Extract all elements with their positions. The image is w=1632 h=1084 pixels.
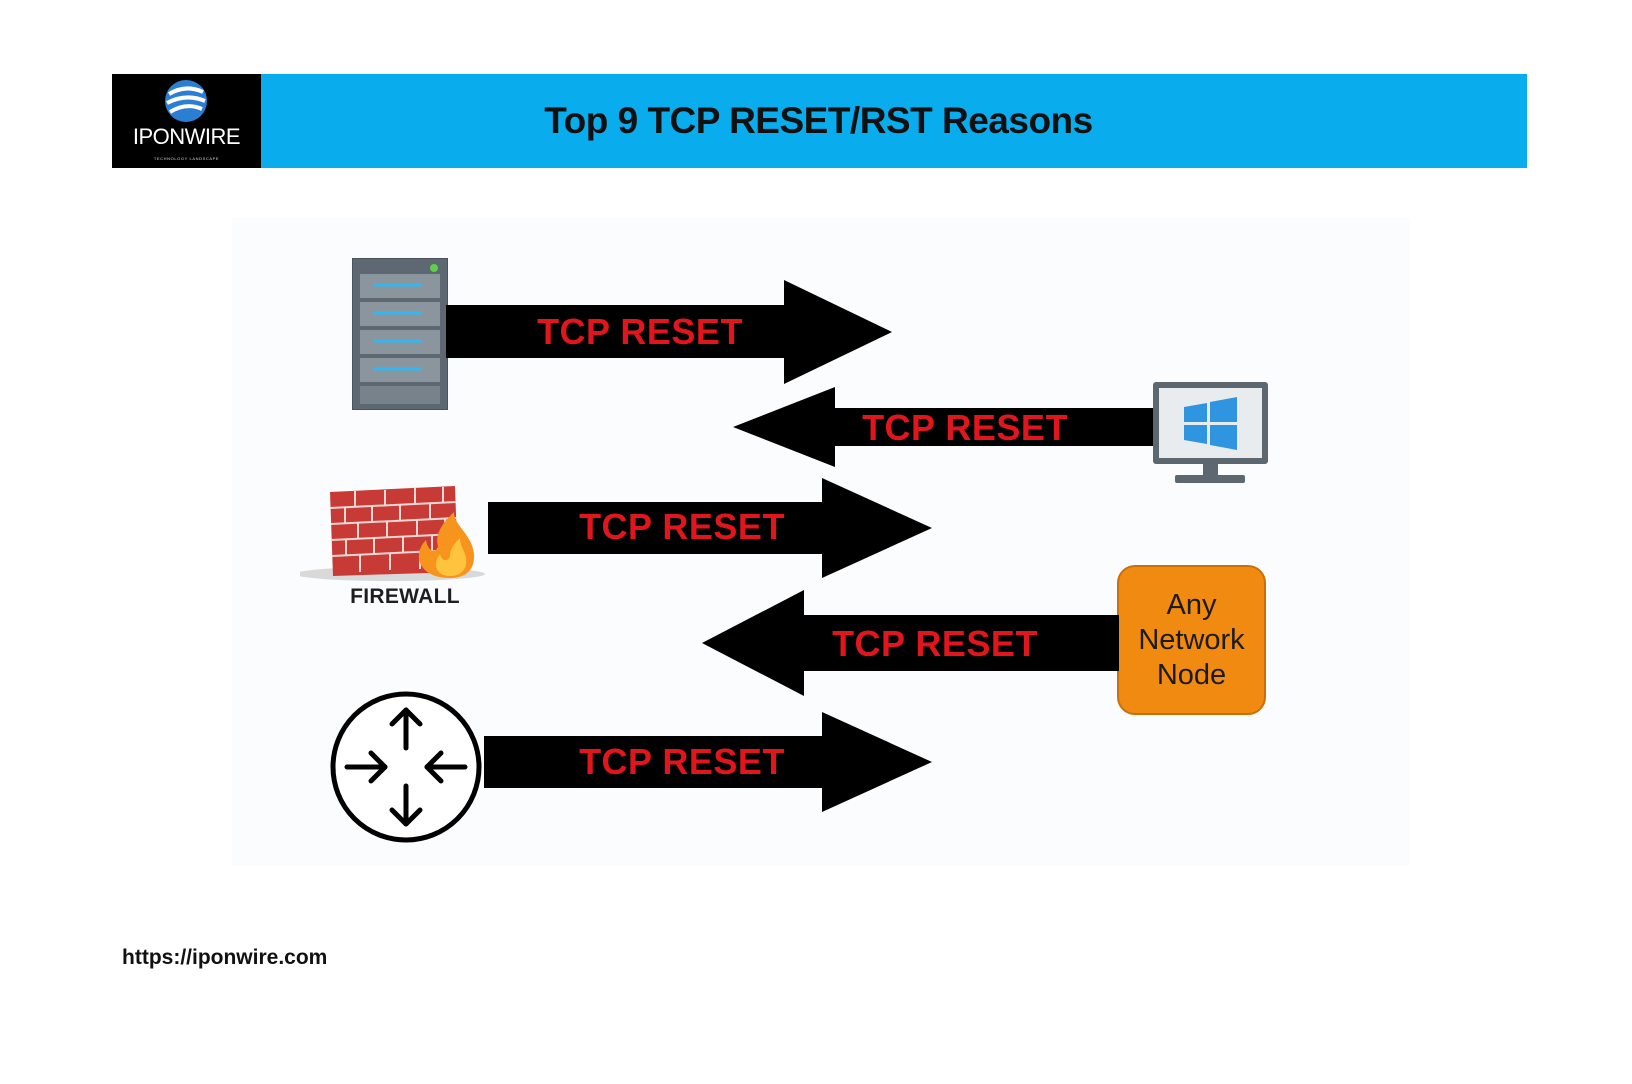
title-banner [112, 74, 1527, 168]
globe-logo-icon [165, 80, 207, 122]
server-icon [352, 258, 448, 410]
tcp-reset-arrow-5 [484, 712, 932, 812]
tcp-reset-label-1: TCP RESET [537, 311, 743, 352]
windows-monitor-icon [1153, 382, 1268, 483]
network-node-label: Any Network Node [1138, 588, 1245, 691]
firewall-label: FIREWALL [350, 585, 460, 608]
firewall-icon [300, 486, 485, 581]
tcp-reset-arrow-3 [488, 478, 932, 578]
router-icon [330, 691, 482, 843]
tcp-reset-label-2: TCP RESET [862, 407, 1068, 448]
tcp-reset-arrow-4 [702, 590, 1119, 696]
page-title: Top 9 TCP RESET/RST Reasons [544, 100, 1093, 141]
tcp-reset-arrow-1 [446, 280, 892, 384]
tcp-reset-arrow-2 [733, 387, 1153, 467]
logo-name: IPONWIRE [132, 124, 241, 149]
tcp-reset-label-5: TCP RESET [579, 741, 785, 782]
tcp-reset-label-3: TCP RESET [579, 506, 785, 547]
logo-tagline: TECHNOLOGY LANDSCAPE [153, 156, 220, 161]
tcp-reset-label-4: TCP RESET [832, 623, 1038, 664]
network-node-box: Any Network Node [1117, 565, 1266, 715]
footer-url[interactable]: https://iponwire.com [122, 946, 328, 969]
iponwire-logo: IPONWIRE TECHNOLOGY LANDSCAPE [112, 74, 261, 168]
